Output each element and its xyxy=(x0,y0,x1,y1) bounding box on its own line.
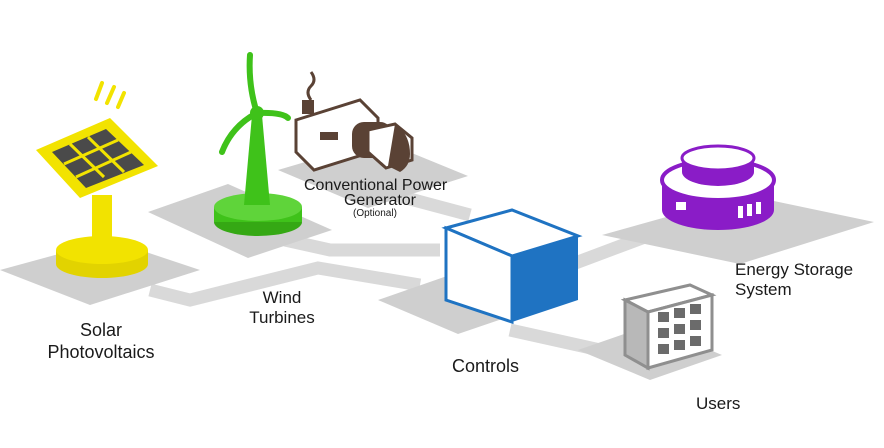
label-storage-line1: Energy Storage xyxy=(735,260,854,279)
building-icon xyxy=(620,283,717,371)
connector-wind-controls xyxy=(283,233,440,257)
label-generator-line2: Generator xyxy=(343,192,417,209)
connector-solar-controls xyxy=(148,261,422,307)
label-storage: Energy Storage System xyxy=(735,260,875,301)
solar-panel-icon xyxy=(36,81,158,278)
label-generator-line1: Conventional Power xyxy=(304,177,448,194)
label-users: Users xyxy=(696,394,741,413)
label-wind: Wind Turbines xyxy=(232,288,332,329)
label-wind-line1: Wind xyxy=(262,288,302,307)
label-wind-line2: Turbines xyxy=(249,308,315,328)
connector-controls-users xyxy=(508,323,602,357)
energy-storage-icon xyxy=(660,144,776,230)
label-solar-line2: Photovoltaics xyxy=(47,341,155,362)
generator-icon xyxy=(294,71,414,172)
label-generator-note: (Optional) xyxy=(353,208,397,219)
wind-turbine-icon xyxy=(214,52,302,236)
label-solar: Solar Photovoltaics xyxy=(36,320,166,363)
label-solar-line1: Solar xyxy=(79,320,123,340)
controls-cube-icon xyxy=(441,208,583,325)
label-controls: Controls xyxy=(452,356,520,376)
label-storage-line2: System xyxy=(735,280,792,300)
platform-storage xyxy=(602,195,874,264)
connector-generator-controls xyxy=(393,188,472,222)
